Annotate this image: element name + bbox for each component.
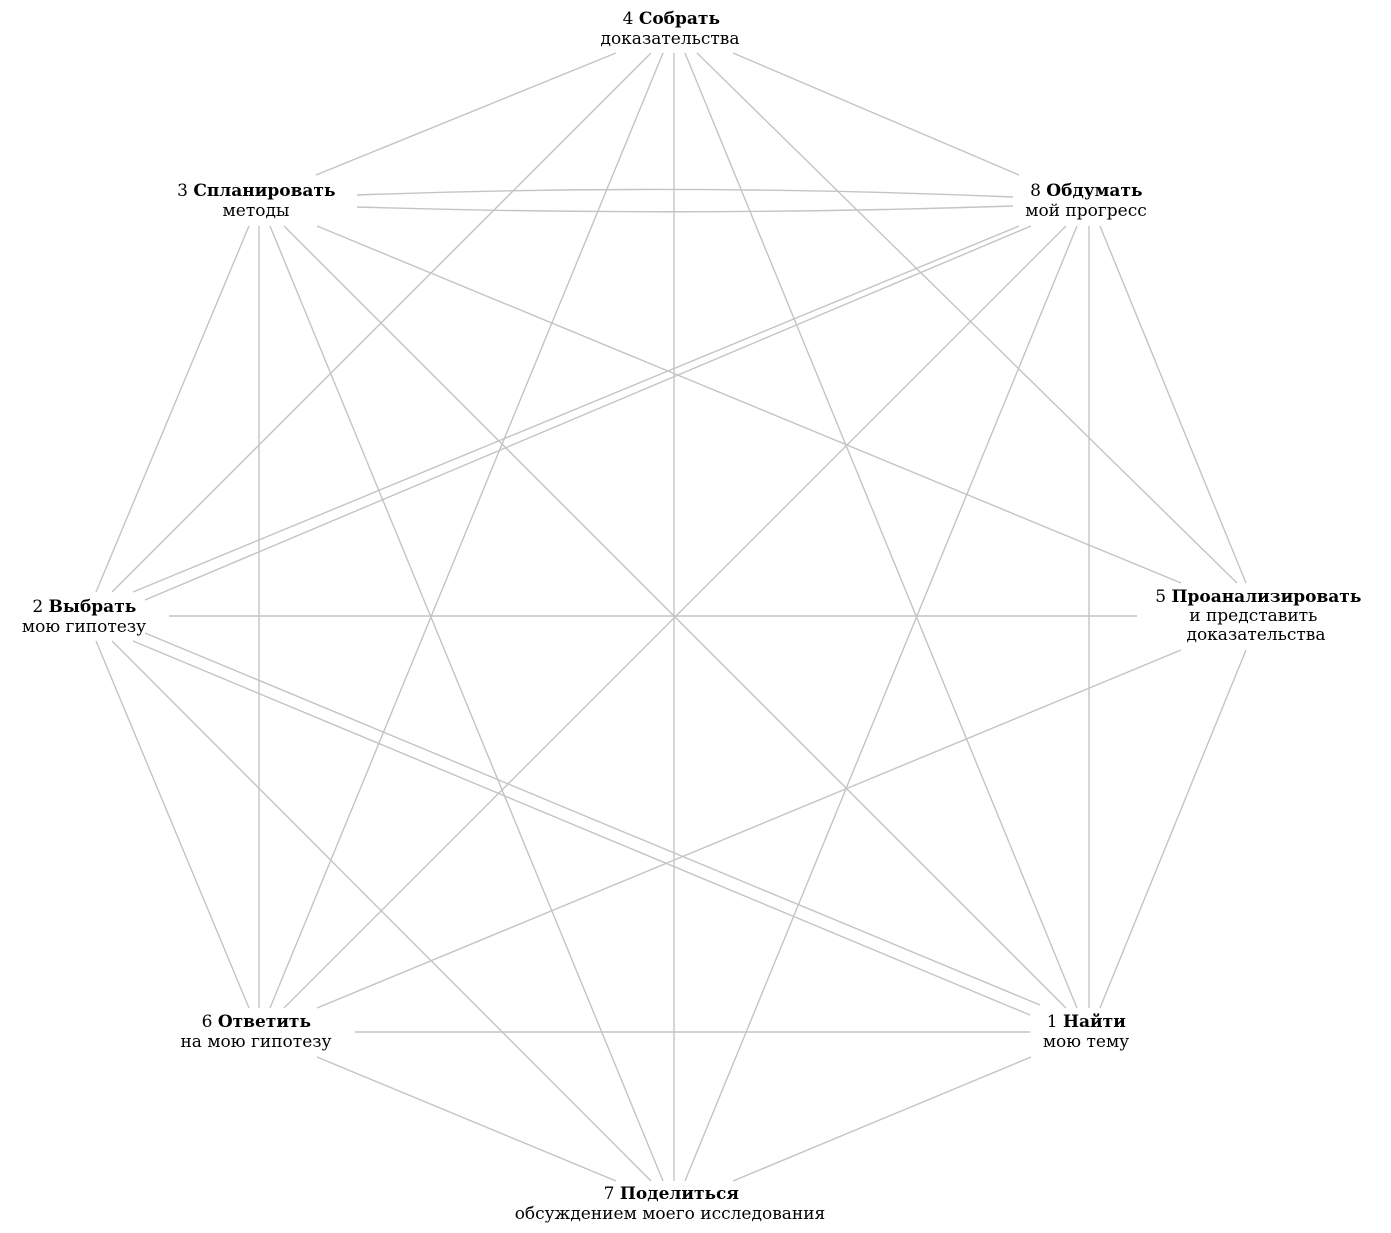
node-4-number: 4	[623, 9, 634, 29]
node-7-verb: Поделиться	[620, 1184, 739, 1204]
node-8-verb: Обдумать	[1046, 181, 1142, 201]
node-5-line-1: и представить	[1189, 606, 1317, 626]
edge-3-8-lower	[356, 205, 1014, 213]
node-1-verb: Найти	[1063, 1012, 1126, 1032]
node-8-number: 8	[1030, 181, 1041, 201]
node-4: 4 Собрать доказательства	[600, 9, 739, 49]
edge-3-7	[269, 225, 664, 1182]
node-5: 5 Проанализировать и представить доказат…	[1155, 587, 1367, 645]
node-5-verb: Проанализировать	[1171, 587, 1361, 607]
edge-2-1-a	[132, 640, 1031, 1016]
edge-8-6	[283, 225, 1067, 1009]
edge-8-2-b	[144, 225, 1032, 601]
edge-8-2-a	[132, 225, 1020, 593]
node-2-verb: Выбрать	[49, 597, 137, 617]
node-6-number: 6	[202, 1012, 213, 1032]
node-6-line-1: на мою гипотезу	[180, 1032, 331, 1052]
edge-2-7	[111, 640, 652, 1182]
node-7-number: 7	[604, 1184, 615, 1204]
node-8-line-1: мой прогресс	[1025, 201, 1147, 221]
edge-2-6	[95, 640, 250, 1009]
edge-4-3	[315, 52, 617, 176]
node-2-line-1: мою гипотезу	[22, 617, 146, 637]
node-6: 6 Ответить на мою гипотезу	[180, 1012, 331, 1052]
edge-3-8-upper	[356, 188, 1014, 198]
node-4-verb: Собрать	[639, 9, 720, 29]
edge-3-5	[316, 225, 1182, 584]
node-4-line-1: доказательства	[600, 29, 739, 49]
node-5-number: 5	[1155, 587, 1166, 607]
edge-4-1	[684, 52, 1078, 1009]
node-layer: 4 Собрать доказательства 3 Спланировать …	[22, 9, 1367, 1224]
node-5-line-2: доказательства	[1186, 625, 1325, 645]
edge-8-7	[684, 225, 1078, 1182]
node-3-number: 3	[177, 181, 188, 201]
edge-layer	[95, 52, 1247, 1182]
node-1: 1 Найти мою тему	[1043, 1012, 1131, 1052]
edge-6-7	[316, 1056, 617, 1182]
node-3-line-1: методы	[223, 201, 290, 221]
node-2: 2 Выбрать мою гипотезу	[22, 597, 146, 637]
edge-1-7	[732, 1056, 1032, 1182]
edge-4-5	[696, 52, 1238, 584]
edge-5-6	[316, 649, 1182, 1009]
node-7: 7 Поделиться обсуждением моего исследова…	[515, 1184, 826, 1224]
node-3: 3 Спланировать методы	[177, 181, 341, 221]
node-1-line-1: мою тему	[1043, 1032, 1129, 1052]
node-1-number: 1	[1047, 1012, 1058, 1032]
edge-4-2	[111, 52, 652, 593]
edge-2-1-b	[144, 632, 1041, 1006]
node-7-line-1: обсуждением моего исследования	[515, 1204, 826, 1224]
node-8: 8 Обдумать мой прогресс	[1025, 181, 1148, 221]
edge-5-1	[1099, 649, 1247, 1009]
edge-4-8	[732, 52, 1020, 176]
node-6-verb: Ответить	[218, 1012, 311, 1032]
node-2-number: 2	[32, 597, 43, 617]
node-3-verb: Спланировать	[193, 181, 335, 201]
edge-8-5	[1099, 225, 1247, 584]
edge-3-2	[95, 225, 250, 593]
